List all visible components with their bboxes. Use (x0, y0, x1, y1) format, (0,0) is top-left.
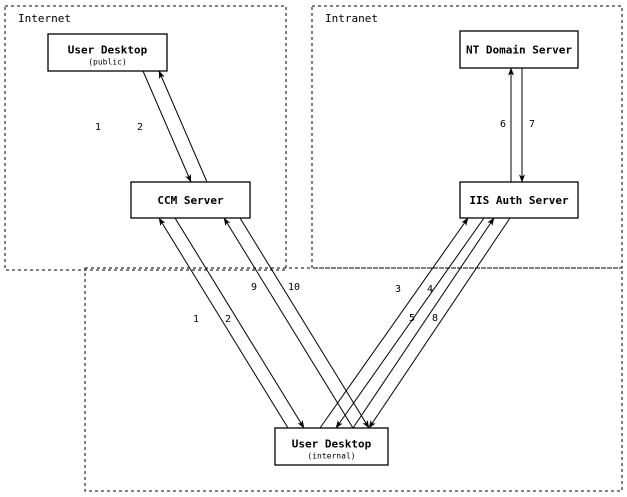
edge-label-e9: 9 (251, 282, 257, 293)
edges-layer (142, 67, 525, 429)
node-user-desktop-internal[interactable]: User Desktop(internal) (274, 427, 389, 466)
edge-label-e3: 3 (395, 284, 401, 295)
node-title-iis-auth-server: IIS Auth Server (469, 194, 569, 207)
node-iis-auth-server[interactable]: IIS Auth Server (459, 181, 579, 219)
edge-label-e1b: 1 (193, 314, 199, 325)
zone-boundary-internet (4, 5, 287, 271)
node-box-iis-auth-server[interactable] (459, 181, 579, 219)
node-title-nt-domain-server: NT Domain Server (466, 44, 572, 57)
node-title-ccm-server: CCM Server (157, 194, 224, 207)
edge-label-e10: 10 (288, 282, 300, 293)
edge-labels-layer: 1 2 1 2 9 10 6 7 3 4 5 8 (95, 119, 535, 325)
node-box-user-desktop-public[interactable] (47, 33, 168, 72)
edge-label-e2: 2 (137, 122, 143, 133)
node-user-desktop-public[interactable]: User Desktop(public) (47, 33, 168, 72)
zones-layer: Internet Intranet (4, 5, 623, 492)
edge-label-e8: 8 (432, 313, 438, 324)
edge-e5-line (352, 217, 495, 429)
edge-e3-line (319, 217, 469, 429)
edge-label-e6: 6 (500, 119, 506, 130)
edge-label-e2b: 2 (225, 314, 231, 325)
edge-e2b-line (174, 217, 305, 429)
node-ccm-server[interactable]: CCM Server (130, 181, 251, 219)
node-title-user-desktop-internal: User Desktop (292, 438, 372, 451)
edge-label-e4: 4 (427, 284, 433, 295)
node-nt-domain-server[interactable]: NT Domain Server (459, 30, 579, 69)
edge-e1b-line (158, 217, 289, 429)
node-subtitle-user-desktop-public: (public) (88, 58, 127, 67)
node-subtitle-user-desktop-internal: (internal) (307, 452, 355, 461)
zone-label-intranet: Intranet (325, 12, 378, 25)
edge-e8-line (368, 217, 511, 429)
node-title-user-desktop-public: User Desktop (68, 44, 148, 57)
edge-label-e1: 1 (95, 122, 101, 133)
edge-e4-line (335, 217, 485, 429)
edge-e9-line (223, 217, 354, 429)
zone-boundary-intranet (311, 5, 623, 269)
edge-e10-line (239, 217, 370, 429)
edge-label-e5: 5 (409, 313, 415, 324)
zone-boundary-internal (84, 267, 623, 492)
node-box-user-desktop-internal[interactable] (274, 427, 389, 466)
zone-label-internet: Internet (18, 12, 71, 25)
edge-e1-line (142, 70, 192, 183)
node-box-ccm-server[interactable] (130, 181, 251, 219)
edge-label-e7: 7 (529, 119, 535, 130)
edge-e2-line (158, 70, 208, 183)
node-box-nt-domain-server[interactable] (459, 30, 579, 69)
